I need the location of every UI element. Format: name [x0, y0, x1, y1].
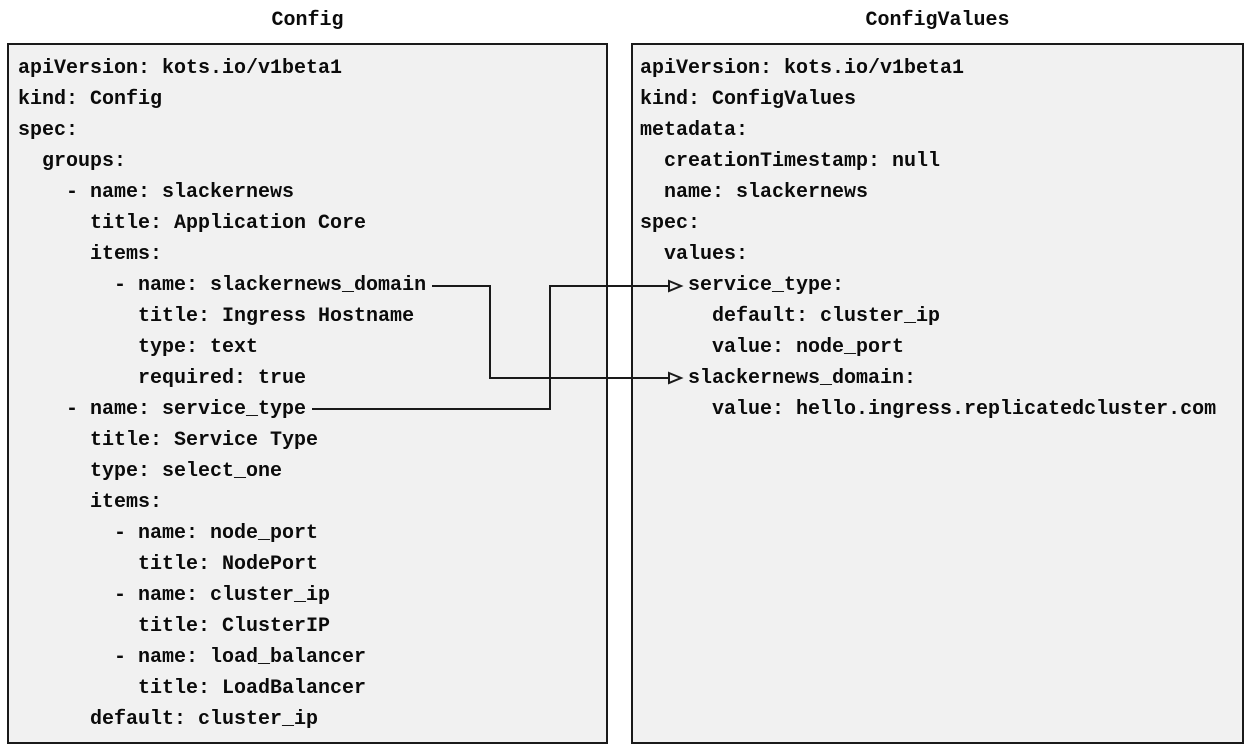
config-panel-title: Config: [271, 9, 344, 32]
config-panel: apiVersion: kots.io/v1beta1 kind: Config…: [7, 43, 608, 744]
configvalues-yaml-code: apiVersion: kots.io/v1beta1 kind: Config…: [640, 57, 1217, 421]
configvalues-panel: apiVersion: kots.io/v1beta1 kind: Config…: [631, 43, 1244, 744]
configvalues-panel-title: ConfigValues: [865, 9, 1010, 32]
config-yaml-code: apiVersion: kots.io/v1beta1 kind: Config…: [18, 57, 427, 731]
